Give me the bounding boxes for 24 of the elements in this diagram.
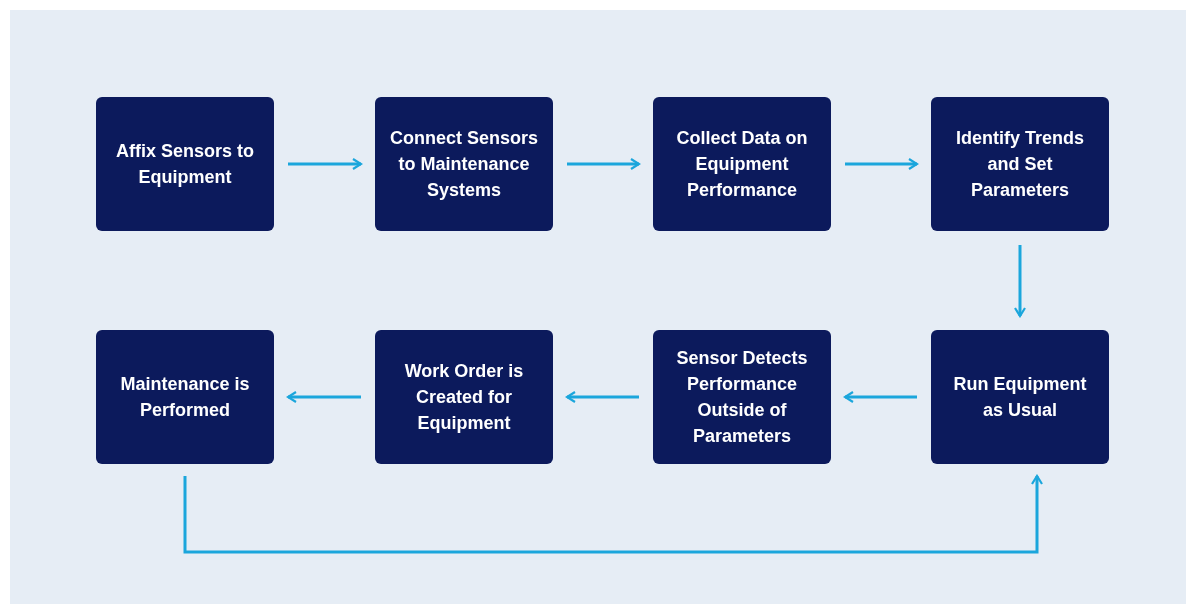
arrow — [288, 157, 363, 171]
step-text: Run Equipment as Usual — [952, 373, 1088, 422]
step-text: Identify Trends and Set Parameters — [955, 127, 1085, 202]
step-text: Affix Sensors to Equipment — [115, 140, 255, 189]
step-text: Connect Sensors to Maintenance Systems — [388, 127, 539, 202]
arrow — [183, 474, 1044, 554]
arrow — [567, 157, 641, 171]
process-box — [96, 97, 274, 231]
arrow — [843, 390, 917, 404]
arrow — [286, 390, 361, 404]
step-text: Work Order is Created for Equipment — [403, 360, 525, 435]
step-text: Maintenance is Performed — [119, 373, 251, 422]
arrow — [1013, 245, 1027, 318]
arrow — [845, 157, 919, 171]
process-box — [96, 330, 274, 464]
process-box — [653, 97, 831, 231]
process-box — [931, 97, 1109, 231]
process-box — [375, 97, 553, 231]
step-text: Sensor Detects Performance Outside of Parameters — [675, 347, 809, 448]
process-box — [375, 330, 553, 464]
step-text: Collect Data on Equipment Performance — [675, 127, 809, 202]
arrow — [565, 390, 639, 404]
process-box — [931, 330, 1109, 464]
process-box — [653, 330, 831, 464]
